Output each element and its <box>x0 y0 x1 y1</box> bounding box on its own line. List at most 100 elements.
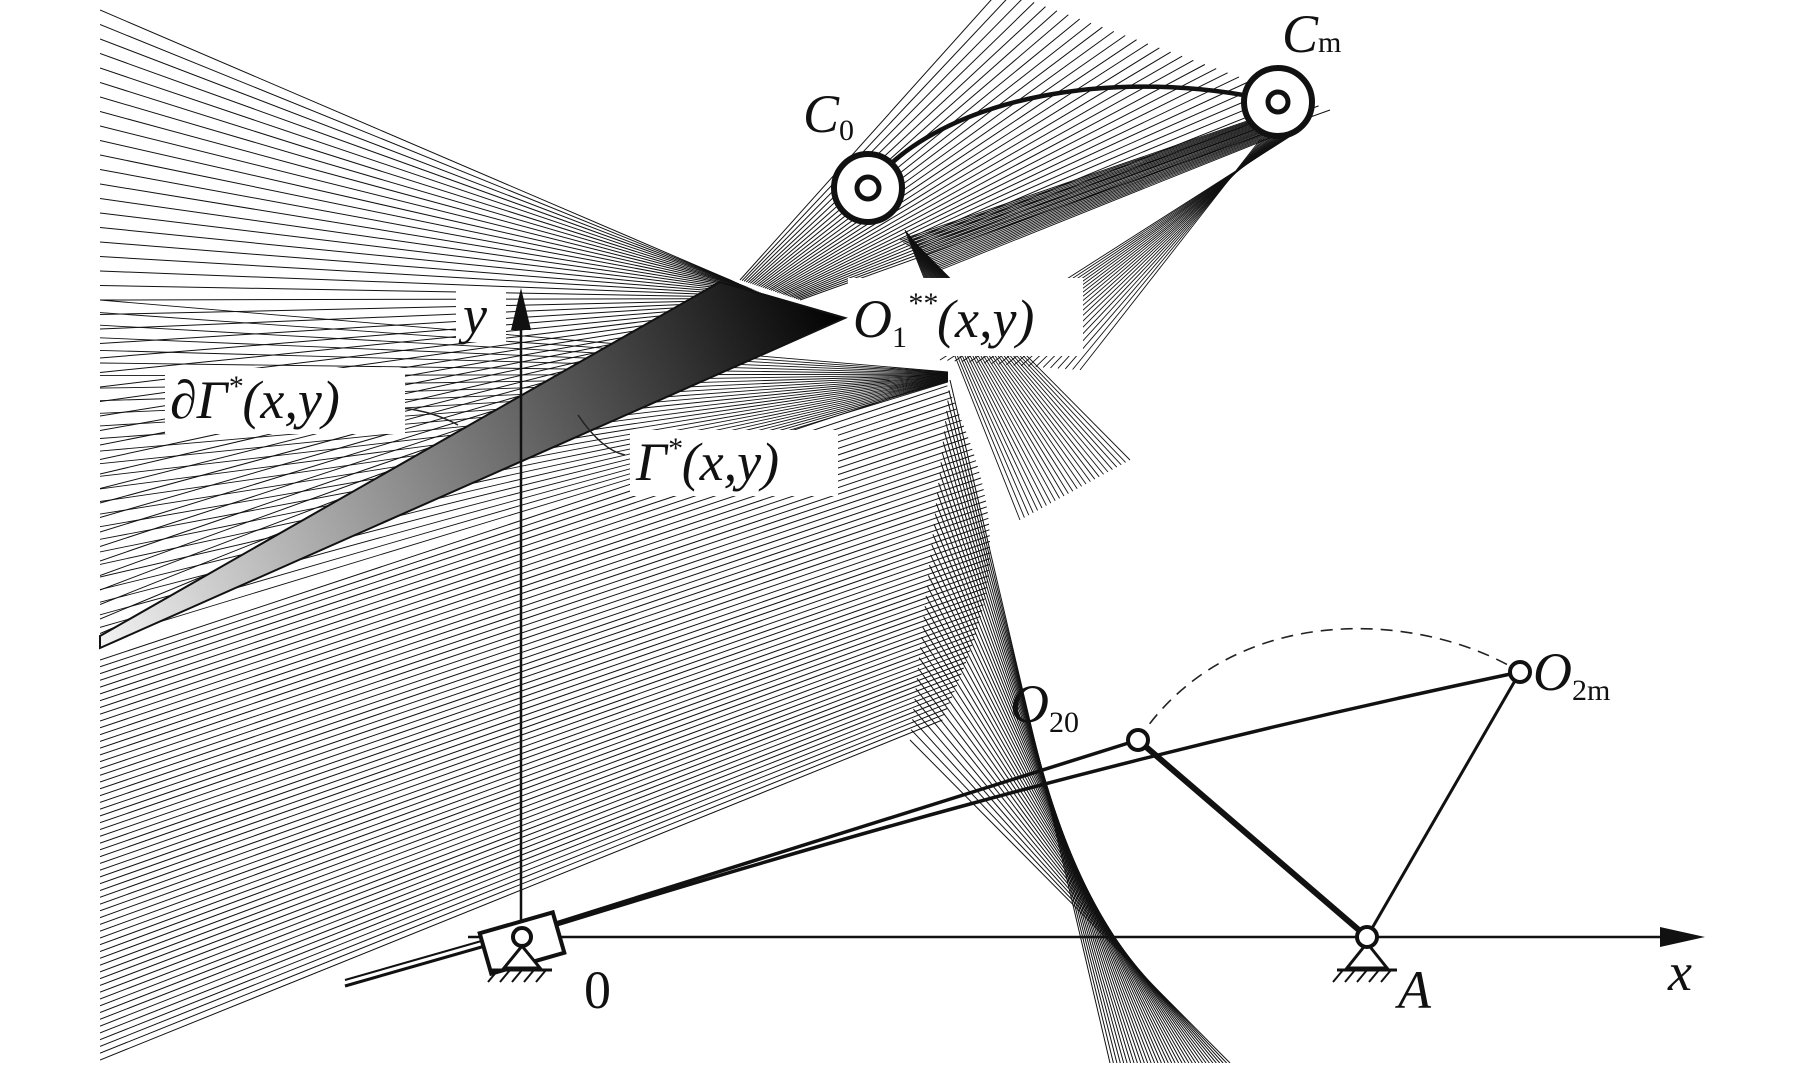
fan-line <box>100 270 770 298</box>
fan-line <box>100 299 777 315</box>
fan-line <box>100 610 983 932</box>
hatch-line <box>901 119 1252 242</box>
fan-line <box>100 300 779 330</box>
fan-line <box>100 471 980 769</box>
joint-o20 <box>1126 728 1150 752</box>
fan-line <box>100 506 987 810</box>
fan-line <box>100 285 773 299</box>
fan-line <box>100 656 969 986</box>
fan-line <box>100 702 950 1041</box>
fan-line <box>100 381 949 641</box>
hatch-line <box>923 125 1275 259</box>
label-origin: 0 <box>584 960 611 1020</box>
fan-line <box>100 111 746 287</box>
fan-line <box>938 482 1145 1063</box>
region-gamma-star <box>99 280 848 650</box>
fan-line <box>749 10 1058 284</box>
hatch-line <box>936 128 1287 269</box>
fan-line <box>100 256 768 297</box>
fan-line <box>100 241 766 296</box>
fan-line <box>922 626 1193 1063</box>
hatch-line <box>927 126 1278 261</box>
pivot-a <box>1332 925 1397 983</box>
hatch-line <box>914 242 1113 470</box>
fan-line <box>100 53 737 284</box>
hatch-line <box>928 126 1279 263</box>
hatch-line <box>910 237 1078 490</box>
link-a-o2m <box>1365 671 1522 938</box>
fan-line <box>928 564 1173 1063</box>
hatch-line <box>907 121 1259 247</box>
fan-line <box>739 0 992 281</box>
fan-line <box>100 558 990 871</box>
hatch-line <box>915 123 1267 253</box>
fan-line <box>100 529 990 837</box>
leader-region <box>577 414 626 456</box>
fan-line <box>760 30 1115 288</box>
fan-line <box>787 84 1262 297</box>
dashed-arc-o2 <box>1137 627 1521 741</box>
fan-line <box>920 636 1197 1063</box>
fan-line <box>924 606 1186 1063</box>
hatch-line <box>917 123 1268 254</box>
fan-line <box>932 534 1162 1063</box>
fan-line <box>933 523 1159 1063</box>
label-plate-boundary <box>165 368 405 434</box>
hatch-line <box>938 129 1289 270</box>
fan-line <box>754 18 1081 286</box>
fan-line <box>100 379 946 661</box>
fan-line <box>913 708 1221 1063</box>
fan-line <box>100 378 949 553</box>
fan-line <box>776 64 1206 293</box>
fan-line <box>100 569 990 885</box>
fan-line <box>100 298 775 301</box>
fan-line <box>100 708 948 1047</box>
x-axis-arrowhead <box>1660 927 1705 947</box>
label-o2m: O2m <box>1533 642 1610 707</box>
fan-line <box>915 688 1214 1063</box>
label-cm: Cm <box>1282 4 1341 64</box>
fan-line <box>100 598 985 919</box>
link-slider-o2m <box>539 670 1521 932</box>
line-family-lower-fan <box>100 299 1231 1063</box>
fan-line <box>100 563 990 878</box>
fan-line <box>774 59 1194 293</box>
hatch-line <box>920 124 1271 257</box>
fan-line <box>100 465 978 763</box>
fan-line <box>762 35 1126 289</box>
fan-line <box>931 544 1166 1063</box>
fan-line <box>100 379 949 578</box>
fan-line <box>789 88 1274 298</box>
fan-line <box>941 451 1135 1063</box>
fan-line <box>100 552 991 864</box>
hatch-line <box>910 236 1074 492</box>
roller-cm <box>1241 65 1315 139</box>
label-plate-o1 <box>848 278 1083 356</box>
fan-line <box>743 0 1022 282</box>
fan-line <box>100 604 984 925</box>
fan-line <box>772 55 1183 292</box>
fan-line <box>785 80 1251 296</box>
rod-tail <box>344 942 493 988</box>
hatch-line <box>939 129 1291 271</box>
fan-line <box>926 585 1180 1063</box>
fan-line <box>918 657 1204 1063</box>
fan-line <box>916 677 1210 1063</box>
fan-line <box>100 592 986 912</box>
hatch-line <box>899 119 1251 241</box>
fan-line <box>100 644 973 973</box>
link-o20-a <box>1136 737 1369 940</box>
fan-line <box>100 154 753 290</box>
link-slider-o20 <box>539 738 1139 930</box>
fan-line <box>100 362 949 375</box>
fan-line <box>100 169 755 291</box>
hatch-line <box>908 234 1056 502</box>
fan-line <box>100 523 990 830</box>
fan-line <box>939 472 1142 1063</box>
hatch-line <box>904 120 1255 245</box>
fan-line <box>100 183 757 292</box>
hatch-line <box>909 235 1065 497</box>
hatch-line <box>908 235 1060 499</box>
fan-line <box>100 477 982 776</box>
